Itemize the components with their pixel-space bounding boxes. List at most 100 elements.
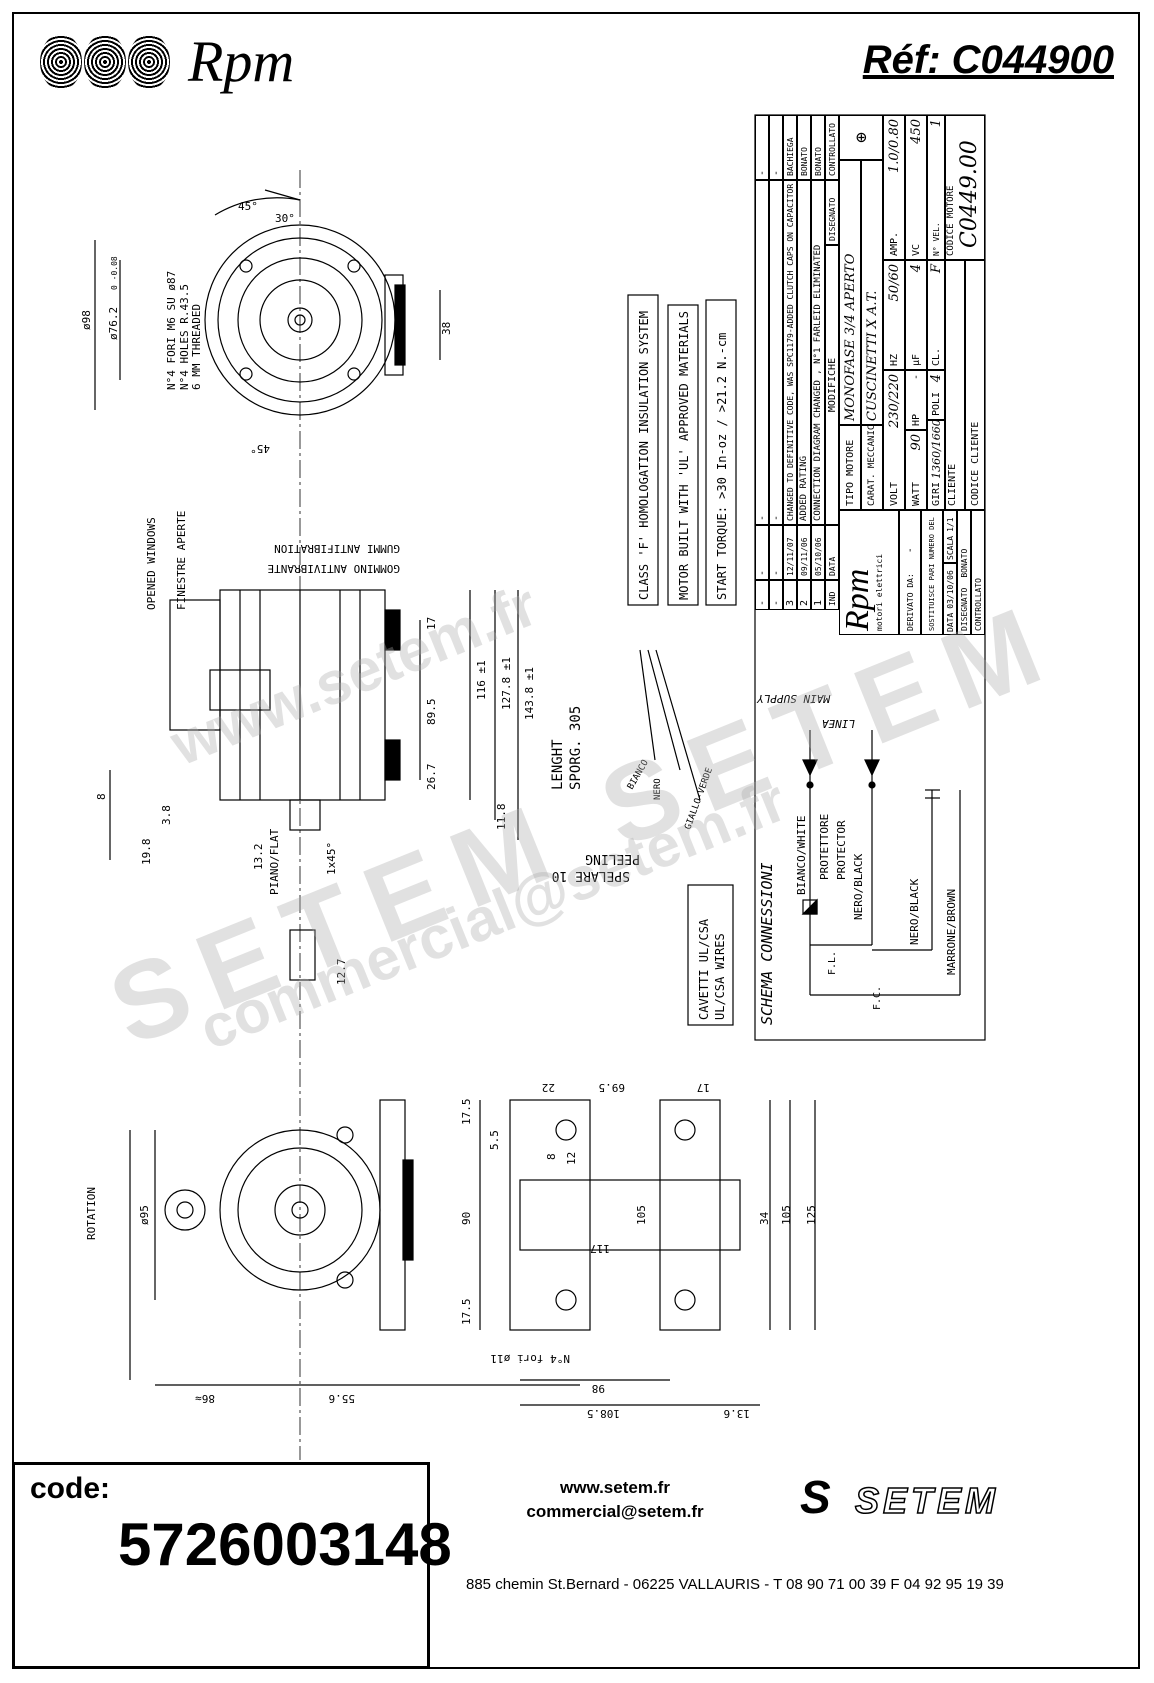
drawing-line [239,259,253,273]
spec-vel: N° VEL.1 [927,115,945,260]
code-label: code: [30,1472,111,1505]
dim-label: 5.5 [488,1130,501,1150]
note-box [627,294,659,606]
rev-by: BACHIEGA [783,115,797,180]
coil-icon [128,34,170,90]
note-insulation: CLASS 'F' HOMOLOGATION INSULATION SYSTEM [637,311,651,600]
rev-cell: - [755,580,769,610]
rev-head: DISEGNATO [825,180,839,245]
drawing-line [94,114,986,1460]
drawing-line [347,367,361,381]
wire-leads [639,649,701,801]
page-border [12,12,1140,1669]
coil-icon [40,34,82,90]
coil-icon [84,34,126,90]
drawing-line [674,1119,696,1141]
drawing-line [801,898,818,915]
drawing-line [802,759,818,777]
drawing-line [384,609,401,651]
drawing-line [394,284,406,366]
rev-ind: 1 [811,580,825,610]
rev-date: 09/11/06 [797,525,811,580]
dim-label: LENGHT [550,739,566,790]
drawing-line [402,1159,414,1261]
schema-label: NERO/BLACK [852,853,865,920]
dim-label: 105 [635,1205,648,1225]
drawing-line [291,1201,309,1219]
drawing-line [237,1147,363,1273]
side-view [109,589,519,981]
drawing-line: N°4 FORI M6 SU ø87 N°4 HOLES R.43.5 6 MM… [80,200,818,1420]
drawing-line [519,1179,741,1251]
dim-label: N°4 FORI M6 SU ø87 [165,271,178,390]
rev-cell: - [769,180,783,525]
email-link[interactable]: commercial@setem.fr [526,1502,704,1521]
codice-motore-cell: CODICE MOTORE C0449.00 [945,115,985,260]
drawing-line [264,189,301,201]
schema-label: MARRONE/BROWN [945,889,958,975]
dim-label: 17 [697,1081,710,1094]
dim-label: 86≈ [195,1392,215,1405]
dim-label: PEELING [585,851,640,866]
scala-value: 1/1 [945,517,955,532]
drawing-line [289,929,316,981]
drawing-line [176,1201,194,1219]
dim-label: 127.8 ±1 [500,657,513,710]
dim-label: 17.5 [460,1099,473,1126]
derivato-cell: DERIVATO DA:- [899,510,921,635]
dim-label: 38 [440,322,453,335]
drawing-line [336,1126,354,1144]
dim-label: 0 -0.08 [110,256,119,290]
product-code: 5726003148 [118,1511,452,1578]
dim-label: N°4 HOLES R.43.5 [178,284,191,390]
spec-hp: HP- [905,370,927,430]
drawing-line [289,799,321,831]
drawing-line [509,1099,591,1331]
rev-by: BONATO [811,115,825,180]
logo-subtitle: motori elettrici [875,553,884,631]
rev-head: DATA [825,525,839,580]
rev-cell: - [755,115,769,180]
dim-label: GIALLO-VERDE [683,766,715,831]
website-link[interactable]: www.setem.fr [560,1478,670,1497]
drawing-line: CLASS 'F' HOMOLOGATION INSULATION SYSTEM… [637,311,958,1025]
brand-name: Rpm [188,29,295,94]
drawing-line [164,1189,206,1231]
spec-cl: CL.F [927,260,945,370]
dim-label: 26.7 [425,764,438,791]
dim-label: 55.6 [329,1392,356,1405]
schema-label: PROTETTORE [818,814,831,880]
rear-view [129,1099,580,1386]
dim-label: 13.2 [252,844,265,871]
note-torque: START TORQUE: >30 In-oz / >21.2 N.-cm [715,333,729,600]
spec-label: CARAT. MECCANICHE [861,425,883,510]
dim-label: 12.7 [335,959,348,986]
dim-label: N°4 fori ø11 [491,1352,570,1365]
dim-label: GUMMI ANTIFIBRATION [274,542,400,555]
dim-label: 13.6 [724,1407,751,1420]
dim-label: 8 [95,793,108,800]
drawing-line [259,279,341,361]
drawing-line [217,237,383,403]
schema-label: F.C. [872,986,883,1010]
dim-label: 90 [460,1212,473,1225]
spec-label: TIPO MOTORE [839,425,861,510]
dim-label: 3.8 [160,805,173,825]
logo-text: Rpm [839,568,876,631]
sostituisce-cell: SOSTITUISCE PARI NUMERO DEL- [921,510,943,635]
dim-label: ø76.2 [107,307,120,340]
dim-label: 22 [542,1081,555,1094]
setem-swirl-icon: S [800,1471,831,1523]
dim-label: 12 [565,1152,578,1165]
dim-label: ROTATION [85,1187,98,1240]
drawing-line [659,1099,721,1331]
drawing-line [868,781,876,789]
dim-label: SPELARE 10 [552,868,630,883]
